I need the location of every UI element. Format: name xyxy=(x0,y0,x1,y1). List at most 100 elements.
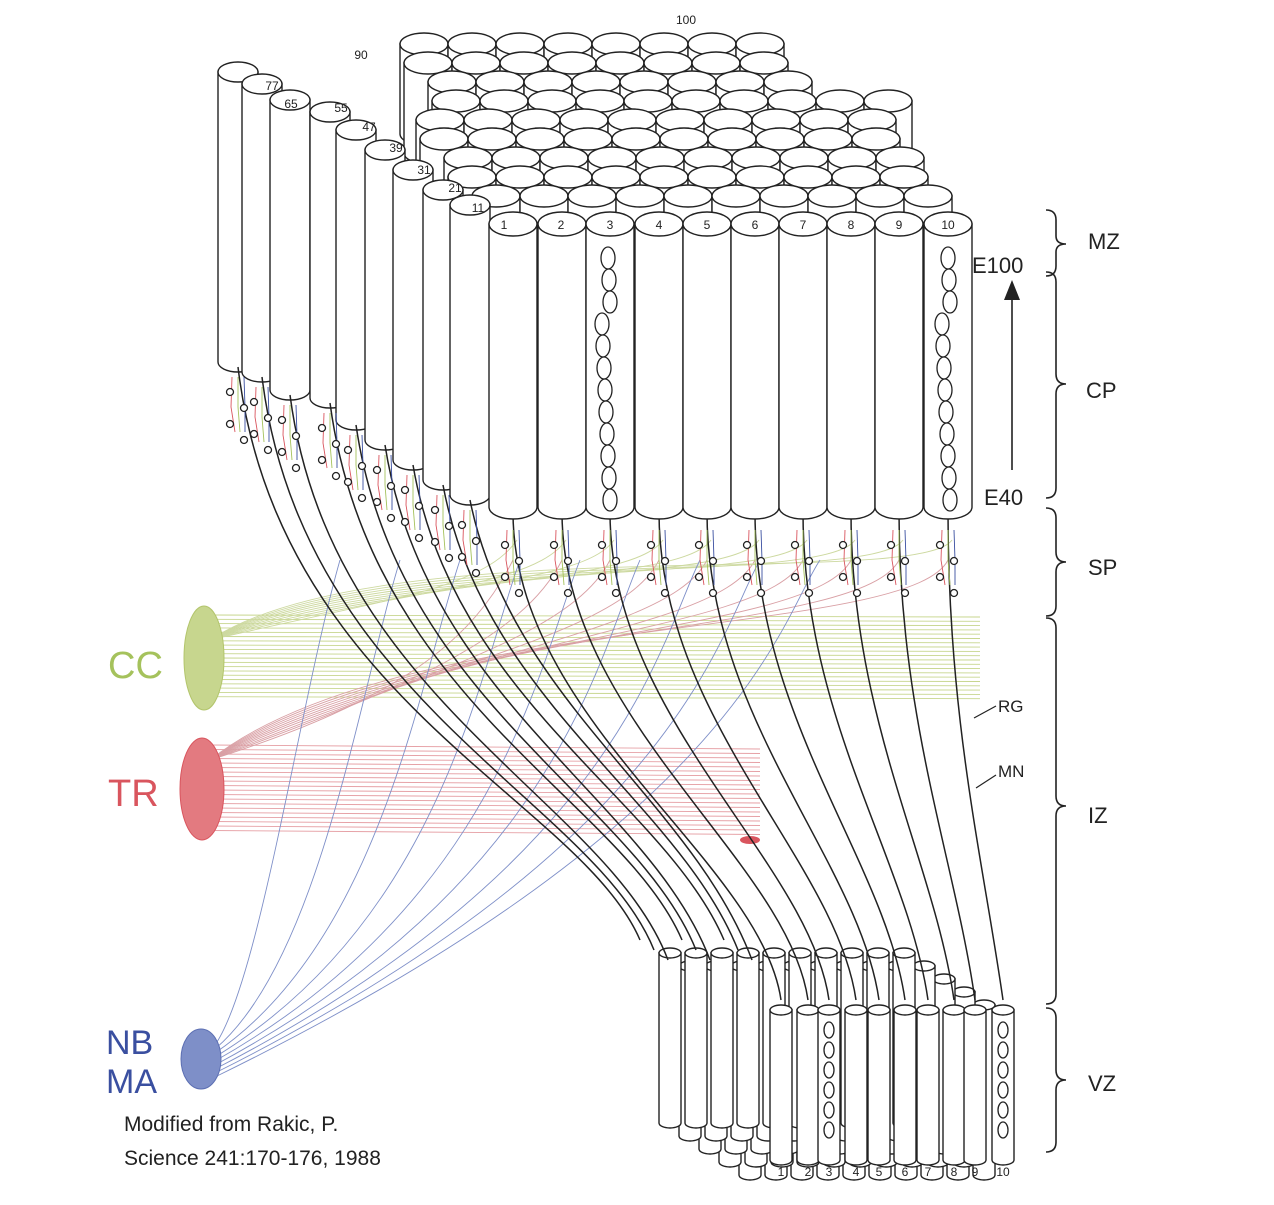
subplate-neuron xyxy=(291,463,301,473)
front-column xyxy=(730,211,780,520)
vz-progenitor xyxy=(997,1041,1009,1059)
subplate-dendrite xyxy=(561,530,565,586)
cylinder-body xyxy=(874,223,924,520)
subplate-dendrite xyxy=(261,387,265,443)
subplate-neuron xyxy=(694,540,704,550)
radial-fiber xyxy=(329,402,683,941)
tr-label: TR xyxy=(108,773,159,815)
subplate-neuron xyxy=(886,540,896,550)
cylinder-body xyxy=(682,223,732,520)
cylinder-top xyxy=(735,165,785,189)
tr-ascending-fiber xyxy=(209,559,949,761)
vz-progenitor xyxy=(823,1081,835,1099)
vz-front-column xyxy=(916,1004,940,1166)
rg-pointer xyxy=(973,705,997,719)
radial-fiber xyxy=(384,444,711,961)
back-column-numbers: 11 21 31 39 47 55 65 77 90 100 xyxy=(265,13,696,215)
cylinder-top xyxy=(814,947,838,959)
tr-fiber xyxy=(209,749,761,754)
nb-ma-fiber xyxy=(214,559,521,1058)
cylinder-top xyxy=(422,179,464,201)
cc-fiber xyxy=(209,661,981,665)
subplate-neuron xyxy=(331,471,341,481)
cylinder-top xyxy=(755,127,805,151)
subplate-dendrite xyxy=(898,530,902,586)
cc-fiber xyxy=(209,627,981,631)
col-number: 77 xyxy=(265,79,279,93)
subplate-neuron xyxy=(343,445,353,455)
tr-ascending-fiber xyxy=(209,559,514,761)
front-column-numbers: 1 2 3 4 5 6 7 8 9 10 xyxy=(501,218,955,232)
col-number: 90 xyxy=(354,48,368,62)
cylinder-body xyxy=(844,1009,868,1166)
zone-label-vz: VZ xyxy=(1088,1071,1116,1096)
subplate-dendrite xyxy=(442,495,446,551)
col-number: 2 xyxy=(558,218,565,232)
col-number: 9 xyxy=(896,218,903,232)
nb-label: NB xyxy=(106,1024,153,1062)
cc-fiber xyxy=(209,679,981,682)
migrating-neuron xyxy=(940,444,956,468)
vz-number: 10 xyxy=(996,1165,1010,1179)
cylinder-top xyxy=(991,1004,1015,1016)
cylinder-body xyxy=(269,99,311,401)
subplate-neuron xyxy=(611,556,621,566)
tr-fiber xyxy=(209,807,761,813)
cylinder-top xyxy=(643,51,693,75)
cylinder-body xyxy=(769,1009,793,1166)
subplate-neuron xyxy=(372,497,382,507)
cc-fiber xyxy=(209,657,981,661)
cylinder-top xyxy=(591,165,641,189)
col-number: 100 xyxy=(676,13,696,27)
subplate-neuron xyxy=(708,588,718,598)
migrating-neuron xyxy=(601,466,617,490)
tr-fiber xyxy=(209,767,761,772)
radial-fiber xyxy=(355,424,697,951)
tr-fiber xyxy=(209,803,761,808)
subplate-neuron xyxy=(357,461,367,471)
cc-fiber xyxy=(209,614,981,618)
migrating-neuron xyxy=(602,488,618,512)
subplate-neuron xyxy=(414,533,424,543)
vz-progenitor xyxy=(997,1101,1009,1119)
zone-label-mz: MZ xyxy=(1088,229,1120,254)
zone-label-iz: IZ xyxy=(1088,803,1108,828)
cylinder-top xyxy=(615,184,665,208)
vz-front-column xyxy=(769,1004,793,1166)
cc-ascending-fiber xyxy=(209,539,615,641)
subplate-neuron xyxy=(611,588,621,598)
cylinder-top xyxy=(874,211,924,237)
vz-front-column xyxy=(796,1004,820,1166)
migrating-neuron xyxy=(940,246,956,270)
radial-fiber xyxy=(561,511,809,1001)
cylinder-top xyxy=(963,1004,987,1016)
cc-fiber xyxy=(209,653,981,657)
migrating-neuron xyxy=(942,488,958,512)
vz-progenitor xyxy=(823,1061,835,1079)
tr-fiber xyxy=(209,762,761,768)
cc-label: CC xyxy=(108,645,163,687)
vz-number: 7 xyxy=(925,1165,932,1179)
tr-source-ellipse xyxy=(179,737,225,841)
cc-ascending-fiber xyxy=(209,539,808,641)
cylinder-top xyxy=(817,1004,841,1016)
migrating-neuron xyxy=(937,378,953,402)
cylinder-body xyxy=(796,1009,820,1166)
migrating-neuron xyxy=(935,334,951,358)
cylinder-top xyxy=(663,184,713,208)
col-number: 4 xyxy=(656,218,663,232)
cylinder-top xyxy=(923,211,973,237)
subplate-neuron xyxy=(414,501,424,511)
col-number: 47 xyxy=(362,120,376,134)
cylinder-top xyxy=(952,986,976,998)
tr-ascending-fiber xyxy=(209,559,611,761)
vz-front-column xyxy=(867,1004,891,1166)
cylinder-body xyxy=(537,223,587,520)
vz-number: 9 xyxy=(972,1165,979,1179)
vz-number: 2 xyxy=(805,1165,812,1179)
cylinder-top xyxy=(611,127,661,151)
cylinder-body xyxy=(916,1009,940,1166)
cylinder-body xyxy=(867,1009,891,1166)
col-number: 1 xyxy=(501,218,508,232)
